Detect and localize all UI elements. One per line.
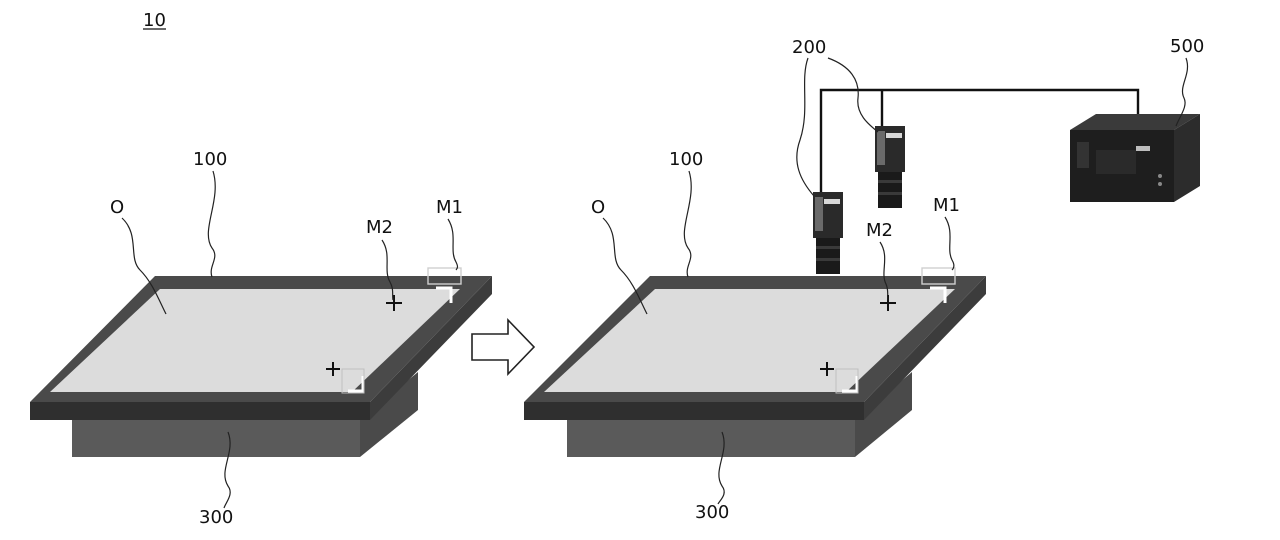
left-platform-100 (30, 276, 492, 420)
right-label-300: 300 (695, 502, 729, 523)
right-leader-200-lower (796, 57, 815, 197)
right-leader-100 (683, 170, 692, 278)
camera-200-upper (875, 126, 905, 208)
camera-200-lower (813, 192, 843, 274)
left-leader-o (121, 217, 167, 315)
right-mark-m1 (835, 267, 956, 394)
left-mark-m1 (341, 267, 462, 394)
right-label-500: 500 (1170, 36, 1204, 57)
right-label-100: 100 (669, 149, 703, 170)
left-object-o (50, 289, 460, 392)
left-assembly: 100 O M2 M1 300 (30, 149, 492, 528)
figure-ref-number: 10 (143, 10, 166, 31)
camera-cable (819, 88, 1140, 194)
transition-arrow (471, 318, 536, 376)
right-label-o: O (591, 197, 605, 218)
right-leader-500 (1175, 57, 1188, 127)
left-label-o: O (110, 197, 124, 218)
right-base-300 (567, 372, 912, 457)
right-leader-200-upper (827, 57, 879, 133)
right-leader-m2 (879, 241, 889, 301)
right-platform-100 (524, 276, 986, 420)
left-leader-m2 (381, 239, 394, 301)
right-label-m2: M2 (866, 220, 893, 241)
right-label-200: 200 (792, 37, 826, 58)
left-leader-m1 (447, 218, 459, 271)
right-label-m1: M1 (933, 195, 960, 216)
left-base-300 (72, 372, 418, 457)
right-object-o (544, 289, 955, 392)
right-leader-m1 (944, 216, 955, 271)
left-leader-100 (207, 170, 216, 278)
right-assembly: 100 O M2 M1 300 200 500 (524, 36, 1204, 523)
left-label-m2: M2 (366, 217, 393, 238)
left-label-100: 100 (193, 149, 227, 170)
left-label-m1: M1 (436, 197, 463, 218)
right-leader-o (602, 217, 648, 315)
right-leader-300 (717, 431, 725, 505)
controller-500 (1070, 114, 1200, 202)
left-mark-m2 (326, 295, 402, 376)
left-label-300: 300 (199, 507, 233, 528)
left-leader-300 (223, 431, 231, 509)
